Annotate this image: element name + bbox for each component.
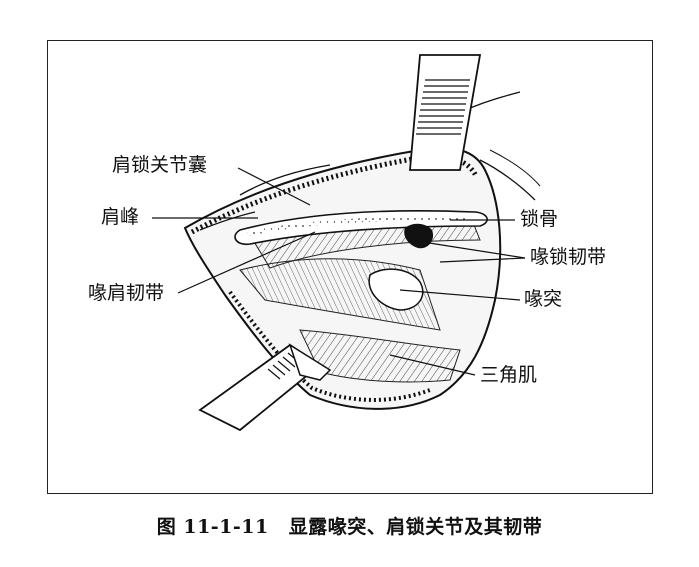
figure-number: 图 11-1-11 xyxy=(156,516,269,538)
leader-coracoid xyxy=(399,289,521,301)
skin-line xyxy=(239,164,331,196)
clavicle-texture xyxy=(247,216,471,236)
label-coracoclavicular-ligament: 喙锁韧带 xyxy=(530,246,607,268)
upper-retractor xyxy=(409,54,482,171)
leader-coracoclavicular-2 xyxy=(439,257,526,263)
label-coracoacromial-ligament: 喙肩韧带 xyxy=(88,282,165,304)
skin-line xyxy=(489,149,541,187)
label-coracoid-process: 喙突 xyxy=(524,288,563,310)
skin-line xyxy=(199,211,256,231)
leader-deltoid xyxy=(389,354,476,376)
skin-line xyxy=(469,91,521,109)
label-clavicle: 锁骨 xyxy=(520,208,559,230)
leader-ac-capsule xyxy=(237,167,311,206)
label-deltoid: 三角肌 xyxy=(480,364,538,386)
coracoid-shape xyxy=(368,268,424,311)
leader-coracoclavicular-1 xyxy=(409,239,526,259)
leader-lines xyxy=(152,167,526,376)
label-ac-joint-capsule: 肩锁关节囊 xyxy=(112,154,208,176)
figure-title: 显露喙突、肩锁关节及其韧带 xyxy=(288,516,543,538)
leader-coracoacromial xyxy=(177,231,316,294)
label-acromion: 肩峰 xyxy=(101,206,140,228)
skin-line xyxy=(479,159,536,201)
lower-retractor xyxy=(198,343,332,432)
figure-caption: 图 11-1-11 显露喙突、肩锁关节及其韧带 xyxy=(0,512,699,539)
